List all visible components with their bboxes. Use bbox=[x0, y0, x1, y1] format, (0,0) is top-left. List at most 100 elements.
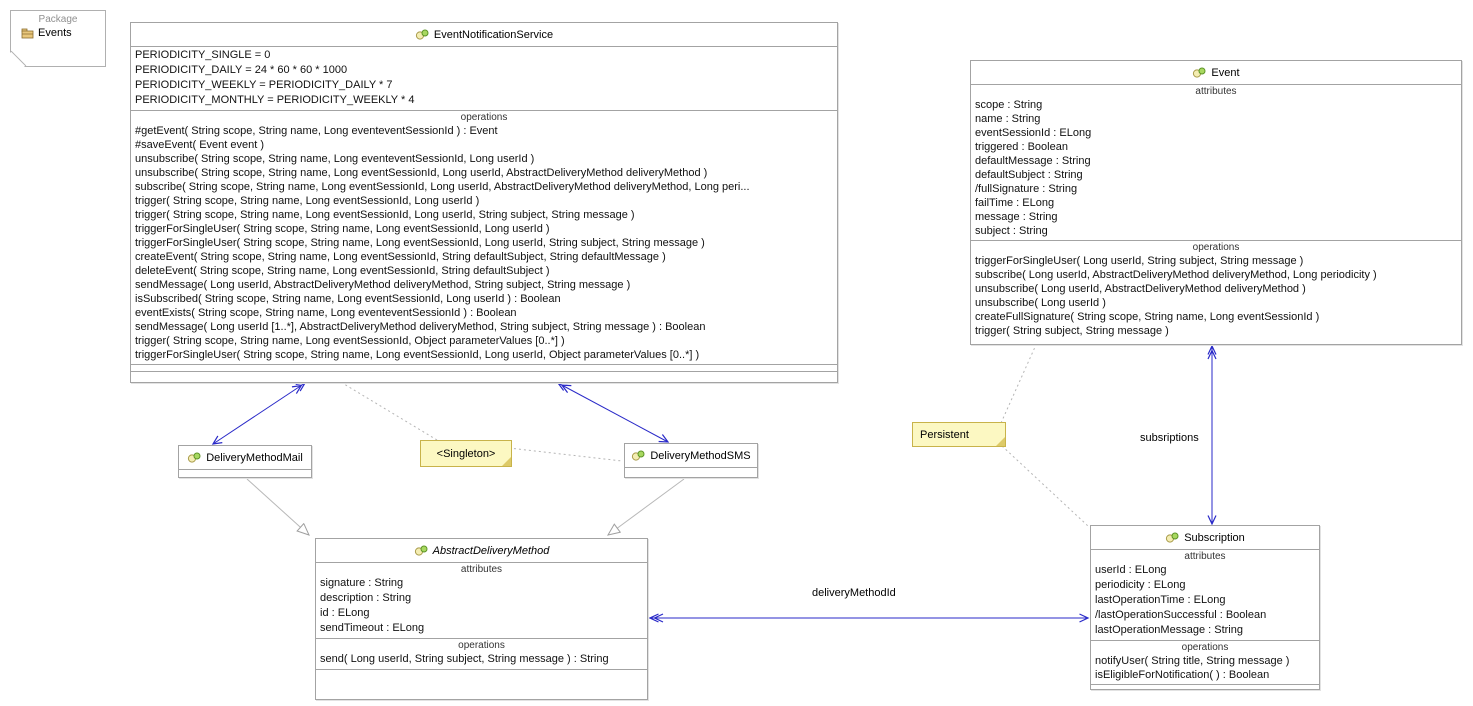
note-singleton[interactable]: <Singleton> bbox=[420, 440, 512, 467]
operation-row[interactable]: unsubscribe( Long userId ) bbox=[975, 297, 1106, 309]
operation-row[interactable]: #saveEvent( Event event ) bbox=[135, 139, 265, 151]
attribute-row[interactable]: lastOperationMessage : String bbox=[1095, 624, 1243, 636]
operation-row[interactable]: trigger( String scope, String name, Long… bbox=[135, 195, 480, 207]
operation-row[interactable]: createFullSignature( String scope, Strin… bbox=[975, 311, 1320, 323]
class-delivery-method-sms[interactable]: DeliveryMethodSMS bbox=[624, 443, 758, 478]
class-title-bar[interactable]: DeliveryMethodMail bbox=[179, 446, 311, 469]
operation-row[interactable]: triggerForSingleUser( String scope, Stri… bbox=[135, 223, 550, 235]
class-name: DeliveryMethodSMS bbox=[650, 449, 751, 462]
attribute-row[interactable]: message : String bbox=[975, 211, 1058, 223]
compartment-label-operations: operations bbox=[458, 640, 505, 651]
operation-row[interactable]: sendMessage( Long userId [1..*], Abstrac… bbox=[135, 321, 706, 333]
compartment-label-attributes: attributes bbox=[1184, 551, 1226, 562]
class-name: AbstractDeliveryMethod bbox=[432, 544, 550, 557]
operation-row[interactable]: isEligibleForNotification( ) : Boolean bbox=[1095, 669, 1270, 681]
association-ens-deliverymethodsms[interactable] bbox=[558, 383, 668, 442]
package-events[interactable]: Package Events bbox=[10, 10, 106, 67]
operation-row[interactable]: unsubscribe( String scope, String name, … bbox=[135, 167, 708, 179]
empty-compartment bbox=[316, 669, 647, 699]
class-icon bbox=[1165, 532, 1180, 543]
note-link-singleton-sms[interactable] bbox=[508, 447, 623, 462]
constant-row[interactable]: PERIODICITY_WEEKLY = PERIODICITY_DAILY *… bbox=[135, 79, 393, 91]
operation-row[interactable]: isSubscribed( String scope, String name,… bbox=[135, 293, 561, 305]
attribute-row[interactable]: signature : String bbox=[320, 577, 404, 589]
attribute-row[interactable]: id : ELong bbox=[320, 607, 370, 619]
attribute-row[interactable]: /lastOperationSuccessful : Boolean bbox=[1095, 609, 1267, 621]
edge-label-subscriptions[interactable]: subsriptions bbox=[1140, 432, 1199, 444]
operation-row[interactable]: unsubscribe( String scope, String name, … bbox=[135, 153, 535, 165]
empty-compartment bbox=[625, 467, 757, 477]
compartment-label-attributes: attributes bbox=[460, 564, 503, 575]
empty-compartment bbox=[179, 469, 311, 477]
attribute-row[interactable]: name : String bbox=[975, 113, 1041, 125]
compartment-label-operations: operations bbox=[460, 112, 508, 123]
attribute-row[interactable]: userId : ELong bbox=[1095, 564, 1167, 576]
class-title-bar[interactable]: EventNotificationService bbox=[131, 23, 837, 46]
constant-row[interactable]: PERIODICITY_MONTHLY = PERIODICITY_WEEKLY… bbox=[135, 94, 415, 106]
class-name: EventNotificationService bbox=[433, 28, 554, 41]
class-name: DeliveryMethodMail bbox=[206, 451, 303, 464]
operation-row[interactable]: createEvent( String scope, String name, … bbox=[135, 251, 666, 263]
note-link-singleton-ens[interactable] bbox=[343, 383, 438, 441]
generalization-sms-abstractdeliverymethod[interactable] bbox=[608, 478, 685, 535]
package-kind-label: Package bbox=[38, 14, 78, 25]
note-persistent-text: Persistent bbox=[920, 428, 969, 441]
generalization-mail-abstractdeliverymethod[interactable] bbox=[246, 478, 309, 535]
attribute-row[interactable]: triggered : Boolean bbox=[975, 141, 1068, 153]
class-icon bbox=[415, 29, 430, 40]
operation-row[interactable]: trigger( String scope, String name, Long… bbox=[135, 209, 635, 221]
operation-row[interactable]: subscribe( String scope, String name, Lo… bbox=[135, 181, 750, 193]
class-icon bbox=[187, 452, 202, 463]
attribute-row[interactable]: defaultMessage : String bbox=[975, 155, 1091, 167]
class-name: Subscription bbox=[1184, 531, 1245, 544]
operation-row[interactable]: trigger( String scope, String name, Long… bbox=[135, 335, 565, 347]
package-icon bbox=[21, 28, 34, 39]
attribute-row[interactable]: subject : String bbox=[975, 225, 1048, 237]
attribute-row[interactable]: defaultSubject : String bbox=[975, 169, 1083, 181]
package-name: Events bbox=[38, 27, 72, 39]
attribute-row[interactable]: /fullSignature : String bbox=[975, 183, 1078, 195]
operation-row[interactable]: unsubscribe( Long userId, AbstractDelive… bbox=[975, 283, 1306, 295]
operation-row[interactable]: deleteEvent( String scope, String name, … bbox=[135, 265, 550, 277]
class-title-bar[interactable]: Subscription bbox=[1091, 526, 1319, 549]
operation-row[interactable]: #getEvent( String scope, String name, Lo… bbox=[135, 125, 498, 137]
class-icon bbox=[414, 545, 429, 556]
attribute-row[interactable]: lastOperationTime : ELong bbox=[1095, 594, 1226, 606]
class-event-notification-service[interactable]: EventNotificationService PERIODICITY_SIN… bbox=[130, 22, 838, 383]
class-delivery-method-mail[interactable]: DeliveryMethodMail bbox=[178, 445, 312, 478]
attribute-row[interactable]: failTime : ELong bbox=[975, 197, 1055, 209]
attribute-row[interactable]: eventSessionId : ELong bbox=[975, 127, 1092, 139]
note-persistent[interactable]: Persistent bbox=[912, 422, 1006, 447]
operation-row[interactable]: triggerForSingleUser( String scope, Stri… bbox=[135, 349, 700, 361]
note-link-persistent-subscription[interactable] bbox=[1001, 445, 1089, 527]
edge-label-delivery-method-id[interactable]: deliveryMethodId bbox=[812, 587, 896, 599]
class-icon bbox=[631, 450, 646, 461]
operation-row[interactable]: trigger( String subject, String message … bbox=[975, 325, 1169, 337]
operation-row[interactable]: sendMessage( Long userId, AbstractDelive… bbox=[135, 279, 631, 291]
constant-row[interactable]: PERIODICITY_DAILY = 24 * 60 * 60 * 1000 bbox=[135, 64, 348, 76]
operation-row[interactable]: triggerForSingleUser( String scope, Stri… bbox=[135, 237, 705, 249]
operation-row[interactable]: notifyUser( String title, String message… bbox=[1095, 655, 1290, 667]
operation-row[interactable]: send( Long userId, String subject, Strin… bbox=[320, 653, 609, 665]
class-subscription[interactable]: Subscription attributes userId : ELong pe… bbox=[1090, 525, 1320, 690]
empty-compartment bbox=[131, 364, 837, 371]
class-abstract-delivery-method[interactable]: AbstractDeliveryMethod attributes signat… bbox=[315, 538, 648, 700]
association-ens-deliverymethodmail[interactable] bbox=[213, 383, 305, 444]
operation-row[interactable]: eventExists( String scope, String name, … bbox=[135, 307, 517, 319]
operation-row[interactable]: subscribe( Long userId, AbstractDelivery… bbox=[975, 269, 1377, 281]
note-link-persistent-event[interactable] bbox=[1000, 346, 1036, 424]
class-title-bar[interactable]: Event bbox=[971, 61, 1461, 84]
attribute-row[interactable]: periodicity : ELong bbox=[1095, 579, 1186, 591]
class-title-bar[interactable]: AbstractDeliveryMethod bbox=[316, 539, 647, 562]
note-singleton-text: <Singleton> bbox=[436, 447, 496, 460]
compartment-label-operations: operations bbox=[1192, 242, 1240, 253]
attribute-row[interactable]: scope : String bbox=[975, 99, 1043, 111]
operation-row[interactable]: triggerForSingleUser( Long userId, Strin… bbox=[975, 255, 1304, 267]
constant-row[interactable]: PERIODICITY_SINGLE = 0 bbox=[135, 49, 271, 61]
attribute-row[interactable]: sendTimeout : ELong bbox=[320, 622, 425, 634]
attribute-row[interactable]: description : String bbox=[320, 592, 412, 604]
class-title-bar[interactable]: DeliveryMethodSMS bbox=[625, 444, 757, 467]
